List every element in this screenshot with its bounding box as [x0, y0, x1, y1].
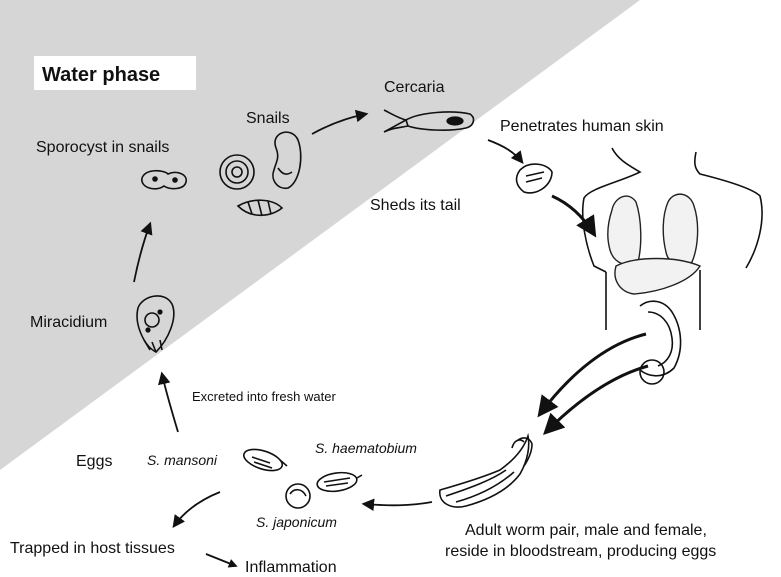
arrow-tail-to-lungs [552, 196, 594, 234]
adult-worm-label-line2: reside in bloodstream, producing eggs [445, 543, 716, 560]
s-mansoni-egg-icon [241, 445, 287, 474]
eggs-label: Eggs [76, 453, 112, 470]
s-japonicum-egg-icon [286, 484, 310, 508]
liver-shape [615, 259, 700, 295]
penetrates-label: Penetrates human skin [500, 118, 664, 135]
left-lung-shape [608, 196, 641, 265]
trapped-label: Trapped in host tissues [10, 540, 175, 557]
arrow-eggs-to-tissues [174, 492, 220, 526]
schistosomulum-icon [517, 164, 552, 193]
cercaria-label: Cercaria [384, 79, 445, 96]
s-haematobium-egg-icon [316, 470, 362, 493]
miracidium-label: Miracidium [30, 314, 107, 331]
right-lung-shape [663, 194, 697, 265]
arrow-tissues-to-inflammation [206, 554, 236, 566]
sporocyst-label: Sporocyst in snails [36, 139, 169, 156]
arrow-eggs-to-miracidium [162, 374, 178, 432]
arrow-cercaria-to-skin [488, 140, 522, 162]
inflammation-label: Inflammation [245, 559, 337, 576]
s-japonicum-label: S. japonicum [256, 514, 337, 530]
sheds-tail-label: Sheds its tail [370, 197, 461, 214]
s-mansoni-label: S. mansoni [147, 452, 218, 468]
snails-label: Snails [246, 110, 290, 127]
adult-worm-label-line1: Adult worm pair, male and female, [465, 522, 707, 539]
human-torso-icon [583, 148, 762, 330]
intestine-bladder-icon [640, 301, 681, 384]
arrow-body-to-worms-1 [540, 334, 646, 414]
s-haematobium-label: S. haematobium [315, 440, 417, 456]
water-phase-label: Water phase [42, 64, 160, 86]
arrow-body-to-worms-2 [546, 366, 648, 432]
arrow-worms-to-eggs [364, 502, 432, 505]
excreted-label: Excreted into fresh water [192, 389, 336, 404]
adult-worm-pair-icon [440, 436, 532, 507]
